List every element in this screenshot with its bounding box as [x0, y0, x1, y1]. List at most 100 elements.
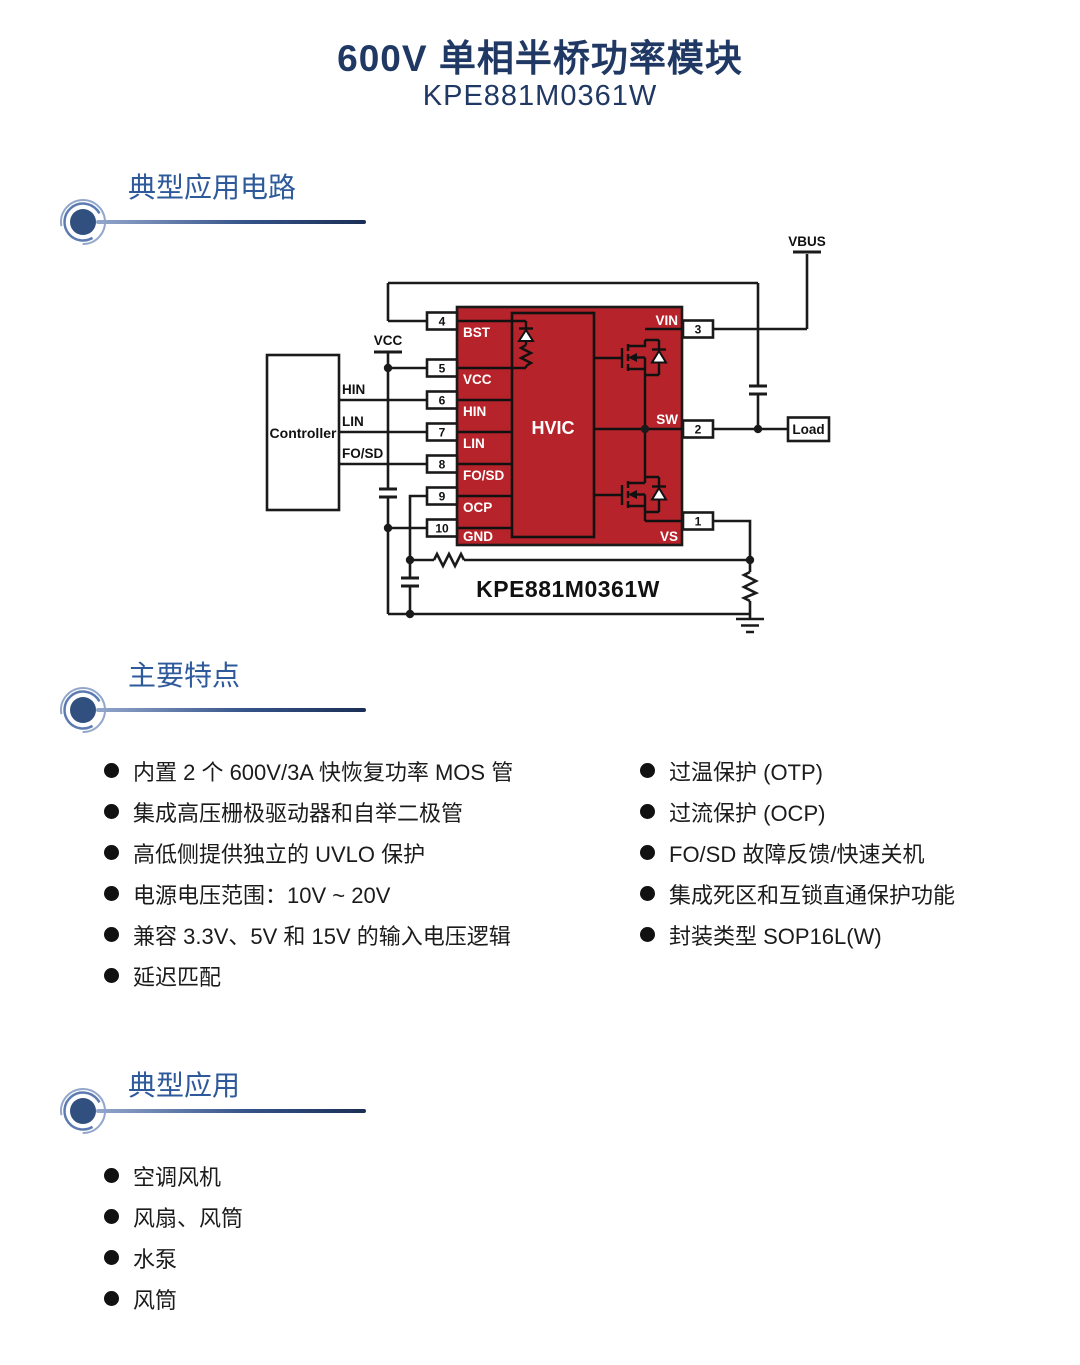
pin-label-ocp: OCP — [463, 500, 492, 515]
features-list-left: 内置 2 个 600V/3A 快恢复功率 MOS 管 集成高压栅极驱动器和自举二… — [104, 750, 513, 996]
section-divider — [96, 220, 366, 224]
part-number: KPE881M0361W — [422, 80, 658, 112]
controller-label: Controller — [270, 425, 337, 441]
applications-list: 空调风机 风扇、风筒 水泵 风筒 — [104, 1155, 243, 1319]
application-item: 风扇、风筒 — [104, 1196, 243, 1237]
bullet-icon — [640, 763, 655, 778]
feature-text: 集成高压栅极驱动器和自举二极管 — [133, 800, 464, 826]
pin-boxes — [425, 311, 715, 538]
bullet-icon — [104, 886, 119, 901]
section-divider — [96, 1109, 366, 1113]
load-label: Load — [792, 422, 824, 437]
pin-num-3: 3 — [695, 323, 702, 337]
application-item: 空调风机 — [104, 1155, 243, 1196]
pin-label-vs: VS — [660, 529, 678, 544]
pin-label-bst: BST — [463, 325, 491, 340]
section-heading-features: 主要特点 — [128, 660, 241, 691]
pin-num-5: 5 — [439, 362, 446, 376]
pin-label-gnd: GND — [463, 529, 493, 544]
pin-label-vin: VIN — [655, 313, 678, 328]
feature-item: 延迟匹配 — [104, 955, 513, 996]
page-title: 600V 单相半桥功率模块 — [337, 38, 743, 79]
bullet-icon — [104, 1168, 119, 1183]
bullet-icon — [640, 927, 655, 942]
section-bullet-icon — [60, 199, 106, 245]
bullet-icon — [104, 927, 119, 942]
bullet-icon — [640, 845, 655, 860]
feature-text: 过流保护 (OCP) — [669, 800, 826, 826]
pin-label-vcc: VCC — [463, 372, 492, 387]
section-divider — [96, 708, 366, 712]
feature-item: 过流保护 (OCP) — [640, 791, 955, 832]
pin-label-fosd: FO/SD — [463, 468, 505, 483]
pin-num-1: 1 — [695, 515, 702, 529]
module-inner-wires — [457, 319, 683, 530]
feature-item: 集成高压栅极驱动器和自举二极管 — [104, 791, 513, 832]
wire-label-fosd: FO/SD — [342, 446, 384, 461]
controller-box — [265, 353, 341, 512]
hvic-label: HVIC — [531, 418, 574, 438]
load-box — [786, 416, 831, 443]
feature-text: 延迟匹配 — [133, 964, 222, 990]
application-text: 风扇、风筒 — [133, 1205, 244, 1231]
hvic-block — [510, 311, 596, 539]
application-item: 水泵 — [104, 1237, 243, 1278]
feature-text: 高低侧提供独立的 UVLO 保护 — [133, 841, 426, 867]
section-bullet-icon — [60, 687, 106, 733]
features-list-right: 过温保护 (OTP) 过流保护 (OCP) FO/SD 故障反馈/快速关机 集成… — [640, 750, 955, 955]
feature-item: 集成死区和互锁直通保护功能 — [640, 873, 955, 914]
bootstrap-diode-icon — [517, 328, 535, 342]
pin-num-6: 6 — [439, 394, 446, 408]
feature-text: 兼容 3.3V、5V 和 15V 的输入电压逻辑 — [133, 923, 511, 949]
feature-item: 电源电压范围：10V ~ 20V — [104, 873, 513, 914]
feature-text: 集成死区和互锁直通保护功能 — [669, 882, 956, 908]
feature-item: 兼容 3.3V、5V 和 15V 的输入电压逻辑 — [104, 914, 513, 955]
bullet-icon — [104, 968, 119, 983]
bullet-icon — [104, 763, 119, 778]
pin-num-4: 4 — [439, 315, 446, 329]
bullet-icon — [640, 804, 655, 819]
feature-text: 内置 2 个 600V/3A 快恢复功率 MOS 管 — [133, 759, 514, 785]
feature-item: 高低侧提供独立的 UVLO 保护 — [104, 832, 513, 873]
section-bullet-icon — [60, 1088, 106, 1134]
bullet-icon — [104, 845, 119, 860]
application-text: 空调风机 — [133, 1164, 222, 1190]
application-circuit-diagram: Controller — [265, 234, 831, 634]
body-diode-high-icon — [650, 349, 668, 364]
pin-num-2: 2 — [695, 423, 702, 437]
feature-text: FO/SD 故障反馈/快速关机 — [669, 841, 925, 867]
pin-num-9: 9 — [439, 490, 446, 504]
vcc-rail-label: VCC — [374, 333, 403, 348]
mosfet-arrow-high — [628, 353, 637, 362]
bullet-icon — [104, 1291, 119, 1306]
mosfet-arrow-low — [628, 490, 637, 499]
wire-label-lin: LIN — [342, 414, 364, 429]
pin-label-lin: LIN — [463, 436, 485, 451]
pin-num-7: 7 — [439, 426, 446, 440]
bullet-icon — [640, 886, 655, 901]
feature-item: 过温保护 (OTP) — [640, 750, 955, 791]
body-diode-low-icon — [650, 486, 668, 501]
section-heading-applications: 典型应用 — [128, 1070, 241, 1101]
bullet-icon — [104, 1250, 119, 1265]
pin-label-hin: HIN — [463, 404, 486, 419]
feature-item: 内置 2 个 600V/3A 快恢复功率 MOS 管 — [104, 750, 513, 791]
vbus-rail-label: VBUS — [788, 234, 826, 249]
bullet-icon — [104, 1209, 119, 1224]
feature-item: FO/SD 故障反馈/快速关机 — [640, 832, 955, 873]
application-text: 风筒 — [133, 1287, 178, 1313]
feature-text: 电源电压范围：10V ~ 20V — [133, 882, 391, 908]
junction-dots — [383, 363, 763, 619]
application-item: 风筒 — [104, 1278, 243, 1319]
module-part-number: KPE881M0361W — [476, 576, 660, 602]
feature-text: 封装类型 SOP16L(W) — [669, 923, 882, 949]
pin-num-8: 8 — [439, 458, 446, 472]
bullet-icon — [104, 804, 119, 819]
pin-num-10: 10 — [435, 522, 449, 536]
application-text: 水泵 — [133, 1246, 178, 1272]
feature-text: 过温保护 (OTP) — [669, 759, 823, 785]
pin-label-sw: SW — [656, 412, 678, 427]
feature-item: 封装类型 SOP16L(W) — [640, 914, 955, 955]
circuit-wires — [339, 250, 821, 634]
